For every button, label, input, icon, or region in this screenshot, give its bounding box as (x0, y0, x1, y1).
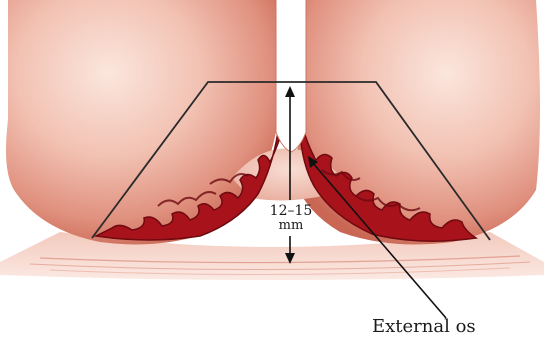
cervical-canal (276, 0, 306, 152)
measurement-value-label: 12–15 (261, 204, 321, 218)
measurement-unit-label: mm (261, 219, 321, 232)
right-cervical-lip (293, 0, 541, 244)
external-os-label: External os (372, 318, 476, 336)
